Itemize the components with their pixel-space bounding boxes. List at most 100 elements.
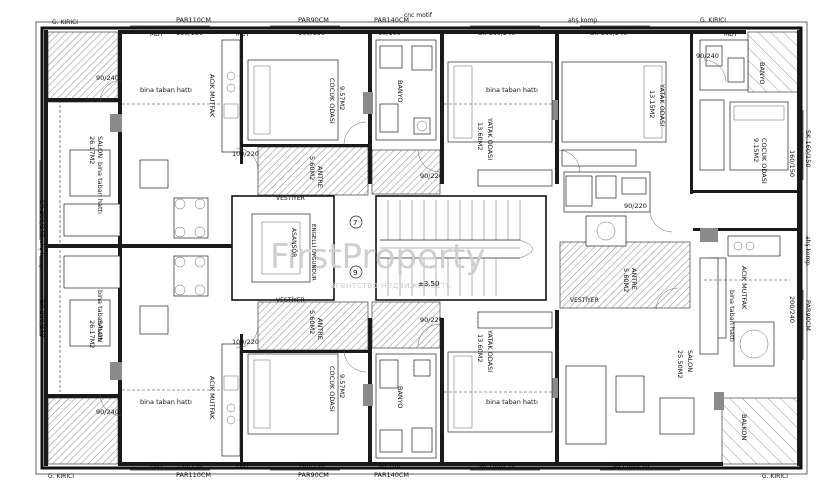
kitchen-right (699, 235, 781, 355)
label-mdt-2: MDT (236, 31, 250, 38)
label-banyo-bottom: BANYO (396, 386, 404, 409)
label-w60-top: 60/100 (378, 29, 401, 37)
label-100-220-top: 100/220 (232, 150, 259, 158)
label-cocuk-bl: COCUK ODASI (328, 366, 336, 412)
label-cocuk-area-tl: 9.57M2 (338, 86, 346, 110)
living-right (565, 321, 775, 445)
label-antre-bl: ANTRE (316, 318, 324, 340)
watermark-sub: агентство недвижимость (330, 281, 451, 291)
bathroom-right (563, 171, 651, 247)
label-bina-taban-tl: bina taban hattı (140, 86, 192, 94)
outer-slab (35, 21, 808, 475)
label-ahs-komp-right: ahş komp. (804, 236, 811, 267)
label-antre-tl: ANTRE (316, 166, 324, 188)
balcony-br (721, 397, 799, 465)
label-bina-taban-mid-top: bina taban hattı (486, 86, 538, 94)
stair-treads (380, 200, 533, 296)
label-asansor: ASANSÖR (290, 228, 297, 257)
label-w130-top: 130/130 (176, 29, 203, 37)
label-acik-mutfak-right: ACIK MUTFAK (740, 266, 748, 310)
stair-number-7: 7 (353, 219, 357, 227)
elevator-inner (261, 221, 301, 275)
antre-tl (257, 146, 369, 196)
balcony-tl (47, 31, 119, 103)
label-bina-taban-bl2: bina taban hattı (96, 290, 104, 342)
kitchen-left-bottom (221, 343, 241, 457)
label-salon-area-tl: 26.17M2 (88, 136, 96, 164)
label-cocuk-right: COCUK ODASI (760, 138, 768, 184)
label-salon-area-bl: 26.17M2 (88, 320, 96, 348)
watermark: FirstProperty (270, 237, 485, 277)
label-yatak-right: YATAK ODASI (658, 83, 666, 126)
label-mdt-3: MDT (724, 31, 738, 38)
label-bina-taban-mid-bottom: bina taban hattı (486, 398, 538, 406)
label-yatak-top: YATAK ODASI (486, 117, 494, 160)
label-yatak-area-right: 13.15M2 (648, 90, 656, 118)
label-par90-top: PAR90CM (298, 16, 329, 24)
label-cocuk-area-bl: 9.57M2 (338, 374, 346, 398)
label-yatak-area-bottom: 13.60M2 (476, 334, 484, 362)
label-banyo-top: BANYO (396, 80, 404, 103)
antre-bl (257, 301, 369, 351)
label-par90-right: PAR90CM (804, 300, 812, 331)
label-mdt-b1: MDT (150, 462, 164, 469)
building-base-line (59, 100, 790, 393)
label-salon-bl: SALON (96, 320, 104, 342)
label-par110-bottom: PAR110CM (176, 471, 211, 479)
label-acik-mutfak-bl: ACIK MUTFAK (208, 376, 216, 420)
label-sk160-bottom: SK 160/240 (478, 461, 515, 469)
label-kat-kotu: ±3.50 (418, 280, 439, 288)
label-bina-taban-right: bina taban hattı (728, 290, 736, 342)
label-vestiyer-right: VESTİYER (570, 297, 599, 304)
label-sk200-bottom: SK 200/240 (612, 461, 649, 469)
label-salon-area-right: 25.50M2 (676, 350, 684, 378)
label-engelli: ENGELLİ UYGUNDUR (310, 224, 317, 281)
stair-marker-9 (349, 265, 363, 279)
label-w130-bottom: 130/130 (176, 461, 203, 469)
label-antre-area-tl: 5.60M2 (308, 156, 316, 180)
label-ahs-komp-left: ahş komp. (38, 240, 45, 271)
label-bina-taban-b: bina taban hattı (140, 398, 192, 406)
label-mdt-b2: MDT (236, 462, 250, 469)
label-g-kirici-bl: G. KIRICI (48, 473, 74, 480)
kitchen-left-top (221, 39, 241, 153)
label-w60-bottom: 60/100 (378, 461, 401, 469)
label-yatak-bottom: YATAK ODASI (486, 329, 494, 372)
label-antre-right: ANTRE (630, 268, 638, 290)
stair-marker-7 (349, 215, 363, 229)
label-g-kirici-tl: G. KIRICI (52, 19, 78, 26)
label-200-240-right: 200/240 (788, 296, 796, 323)
label-acik-mutfak-tl: ACIK MUTFAK (208, 74, 216, 118)
label-antre-area-right: 5.60M2 (622, 268, 630, 292)
label-par140-bottom: PAR140CM (374, 471, 409, 479)
door-swings (99, 59, 727, 417)
bathroom-bottom (375, 353, 437, 459)
label-banyo-tr: BANYO (758, 62, 766, 85)
label-vestiyer-top: VESTİYER (276, 195, 305, 202)
living-left-bottom (63, 255, 209, 347)
label-g-kirici-br: G. KIRICI (762, 473, 788, 480)
label-ahs-komp-top: ahş komp. (568, 17, 599, 24)
windows (39, 25, 804, 471)
label-salon-right: SALON (686, 350, 694, 372)
label-90-240-bl: 90/240 (96, 408, 119, 416)
label-par90-bottom: PAR90CM (298, 471, 329, 479)
label-sk200-left-top: SK 200/240 (38, 200, 46, 237)
elevator-cabin (251, 213, 311, 283)
label-par110-top: PAR110CM (176, 16, 211, 24)
label-cnc-motif-top: cnc motif (404, 12, 433, 19)
label-sk160-right: SK 160/150 (804, 130, 812, 167)
label-cocuk-tl: COCUK ODASI (328, 78, 336, 124)
balcony-bl (47, 397, 119, 465)
label-100-220-bottom: 100/220 (232, 338, 259, 346)
label-mdt-1: MDT (150, 31, 164, 38)
label-balkon-br: BALKON (740, 414, 748, 441)
label-90-240-tr: 90/240 (696, 52, 719, 60)
label-g-kirici-tr: G. KIRICI (700, 17, 726, 24)
label-sk160-top2: SK 160/240 (590, 29, 627, 37)
label-vestiyer-bottom: VESTİYER (276, 297, 305, 304)
antre-r (559, 241, 691, 309)
label-w160-top: 160/150 (298, 29, 325, 37)
label-90-220-right: 90/220 (624, 202, 647, 210)
label-w160-bottom: 160/150 (298, 461, 325, 469)
